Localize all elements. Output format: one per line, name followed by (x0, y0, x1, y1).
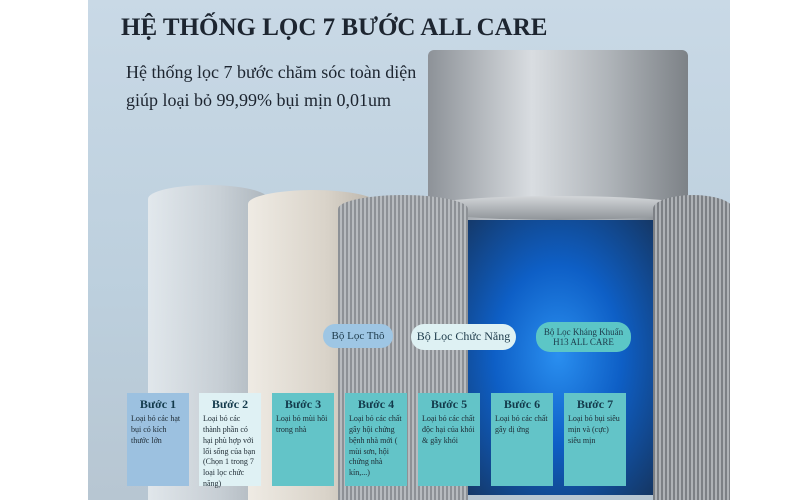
step-4: Bước 4 Loại bỏ các chất gây hội chứng bện… (345, 393, 407, 486)
antibacterial-filter-name: Bộ Lọc Kháng Khuẩn (543, 326, 624, 337)
step-text: Loại bỏ bụi siêu mịn và (cực) siêu mịn (568, 414, 620, 445)
step-text: Loại bỏ các chất gây dị ứng (495, 414, 548, 434)
step-2: Bước 2 Loại bỏ các thành phần có hại phù … (199, 393, 261, 488)
purifier-device (420, 50, 696, 220)
step-6: Bước 6 Loại bỏ các chất gây dị ứng (491, 393, 553, 486)
step-7: Bước 7 Loại bỏ bụi siêu mịn và (cực) siêu… (564, 393, 626, 486)
subtitle-line-1: Hệ thống lọc 7 bước chăm sóc toàn diện (126, 62, 417, 82)
hepa-filter-right (653, 195, 730, 500)
step-1: Bước 1 Loại bỏ các hạt bụi có kích thước … (127, 393, 189, 486)
step-5: Bước 5 Loại bỏ các chất độc hại của khói … (418, 393, 480, 486)
step-title: Bước 3 (284, 397, 322, 411)
subtitle-line-2: giúp loại bỏ 99,99% bụi mịn 0,01um (126, 90, 391, 110)
step-text: Loại bỏ mùi hôi trong nhà (276, 414, 328, 434)
step-title: Bước 1 (139, 397, 177, 411)
blue-airflow-core (458, 215, 658, 495)
step-title: Bước 7 (576, 397, 614, 411)
step-title: Bước 6 (503, 397, 541, 411)
label-pre-filter: Bộ Lọc Thô (323, 324, 393, 348)
step-title: Bước 4 (357, 397, 395, 411)
product-infographic: HỆ THỐNG LỌC 7 BƯỚC ALL CARE Hệ thống lọ… (88, 0, 730, 500)
label-functional-filter: Bộ Lọc Chức Năng (411, 324, 516, 350)
step-text: Loại bỏ các chất độc hại của khói & gây … (422, 414, 475, 445)
step-title: Bước 2 (211, 397, 249, 411)
page-title: HỆ THỐNG LỌC 7 BƯỚC ALL CARE (121, 14, 548, 41)
step-title: Bước 5 (430, 397, 468, 411)
antibacterial-filter-model: H13 ALL CARE (553, 337, 614, 347)
step-text: Loại bỏ các thành phần có hại phù hợp vớ… (203, 414, 256, 488)
step-3: Bước 3 Loại bỏ mùi hôi trong nhà (272, 393, 334, 486)
step-text: Loại bỏ các chất gây hội chứng bệnh nhà … (349, 414, 402, 478)
step-text: Loại bỏ các hạt bụi có kích thước lớn (131, 414, 181, 445)
